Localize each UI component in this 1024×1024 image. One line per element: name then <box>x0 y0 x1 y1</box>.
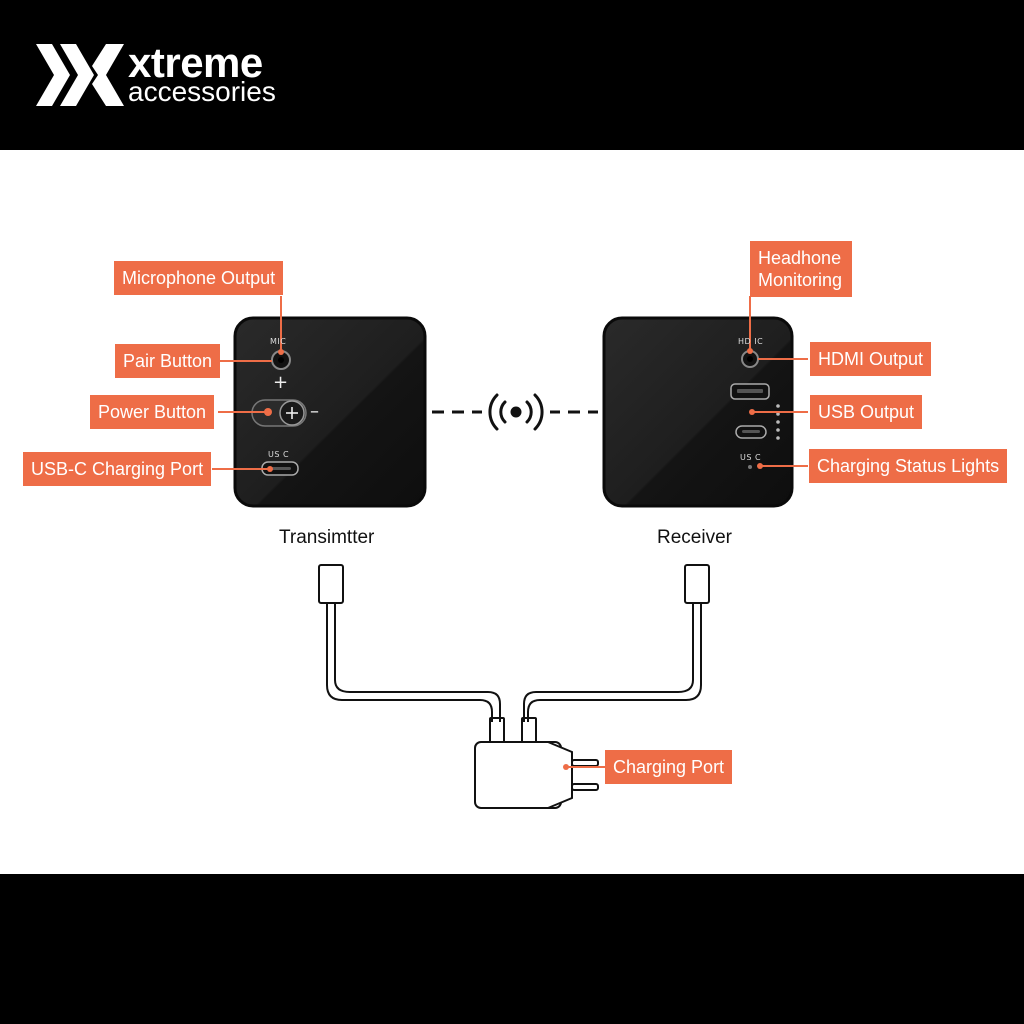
brand-name-line2: accessories <box>128 76 276 107</box>
callout-hdmi-output: HDMI Output <box>810 342 932 376</box>
callout-power-button: Power Button <box>90 395 215 429</box>
receiver-usb-label: US C <box>740 453 762 462</box>
top-banner <box>0 0 1024 150</box>
callout-usb-c-charging-port: USB-C Charging Port <box>23 452 212 486</box>
receiver-status-lights <box>776 404 780 440</box>
callout-charging-port: Charging Port <box>605 750 733 784</box>
charging-cables <box>318 564 710 745</box>
wall-charger <box>474 741 599 809</box>
transmitter-label: Transimtter <box>279 527 375 548</box>
receiver-hdmi-label: HD IC <box>738 337 764 346</box>
transmitter-plus-label: + <box>273 372 289 393</box>
bottom-banner <box>0 874 1024 1024</box>
receiver-label: Receiver <box>657 527 732 548</box>
callout-usb-output: USB Output <box>810 395 923 429</box>
transmitter-leader-lines <box>212 296 282 470</box>
callout-pair-button: Pair Button <box>115 344 221 378</box>
wireless-signal-icon <box>488 393 544 431</box>
brand-logo-icon <box>36 44 124 106</box>
callout-headphone-monitoring: Headhone Monitoring <box>750 241 852 297</box>
transmitter-mic-label: MIC <box>270 337 287 346</box>
brand-name-line1: xtreme <box>128 39 263 86</box>
transmitter-minus-label: – <box>310 401 319 422</box>
callout-charging-status-lights: Charging Status Lights <box>809 449 1008 483</box>
transmitter-usb-label: US C <box>268 450 290 459</box>
receiver-leader-lines <box>749 296 808 467</box>
callout-microphone-output: Microphone Output <box>114 261 284 295</box>
